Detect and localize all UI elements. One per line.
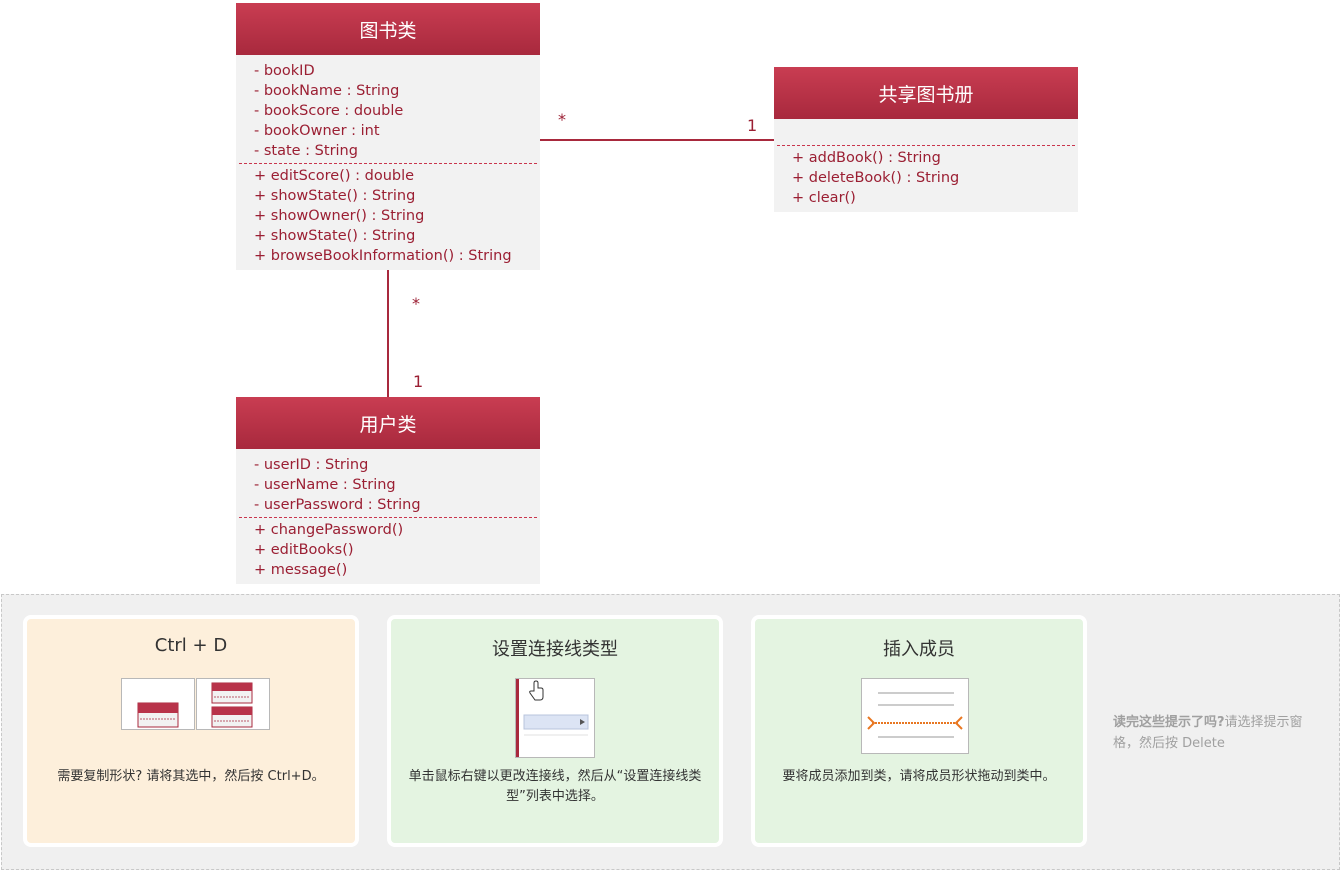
method[interactable]: + addBook() : String	[792, 150, 941, 166]
attribute[interactable]: - bookName : String	[254, 83, 400, 99]
user-class[interactable]: 用户类 - userID : String - userName : Strin…	[236, 397, 540, 584]
class-body: - userID : String - userName : String - …	[236, 449, 540, 584]
attribute[interactable]: - bookID	[254, 63, 315, 79]
connector-context-menu-illustration-icon	[515, 678, 595, 758]
prompt-text: 请选择提示窗格，然后按 Delete	[1113, 715, 1303, 751]
methods-section: + editScore() : double + showState() : S…	[239, 163, 537, 270]
method[interactable]: + showOwner() : String	[254, 208, 425, 224]
tip-text: 需要复制形状? 请将其选中，然后按 Ctrl+D。	[57, 769, 325, 784]
class-header[interactable]: 用户类	[236, 397, 540, 449]
attributes-section: - userID : String - userName : String - …	[236, 449, 540, 517]
method[interactable]: + clear()	[792, 190, 856, 206]
multiplicity-book-user-user-end: 1	[413, 372, 424, 391]
class-title: 用户类	[359, 413, 417, 436]
tip-card-connector-type: 设置连接线类型 单击鼠标右键以更改连接线，然后从“设置连接线类型”列表中选择。	[387, 615, 723, 847]
class-title: 共享图书册	[878, 83, 974, 106]
method[interactable]: + message()	[254, 562, 348, 578]
insert-member-illustration-icon	[861, 678, 969, 754]
tip-text: 要将成员添加到类，请将成员形状拖动到类中。	[782, 769, 1056, 784]
association-line-book-user[interactable]	[387, 268, 389, 397]
attribute[interactable]: - state : String	[254, 143, 358, 159]
tip-title: 设置连接线类型	[492, 639, 618, 660]
class-title: 图书类	[359, 19, 417, 42]
method[interactable]: + changePassword()	[254, 522, 404, 538]
multiplicity-book-shared-shared-end: 1	[747, 116, 758, 135]
method[interactable]: + showState() : String	[254, 228, 416, 244]
book-class[interactable]: 图书类 - bookID - bookName : String - bookS…	[236, 3, 540, 270]
class-body: - bookID - bookName : String - bookScore…	[236, 55, 540, 270]
multiplicity-book-user-book-end: *	[412, 294, 420, 313]
attribute[interactable]: - userID : String	[254, 457, 369, 473]
attribute[interactable]: - bookOwner : int	[254, 123, 380, 139]
close-tips-prompt: 读完这些提示了吗?请选择提示窗格，然后按 Delete	[1113, 712, 1328, 754]
attribute[interactable]: - bookScore : double	[254, 103, 404, 119]
tip-title: Ctrl + D	[154, 635, 228, 656]
attribute[interactable]: - userPassword : String	[254, 497, 421, 513]
class-header[interactable]: 共享图书册	[774, 67, 1078, 119]
duplicated-shapes-illustration-icon	[196, 678, 270, 730]
association-line-book-shared[interactable]	[540, 139, 774, 141]
method[interactable]: + editBooks()	[254, 542, 354, 558]
methods-section: + changePassword() + editBooks() + messa…	[239, 517, 537, 584]
class-body: + addBook() : String + deleteBook() : St…	[774, 119, 1078, 212]
attributes-section	[774, 119, 1078, 145]
tip-text: 单击鼠标右键以更改连接线，然后从“设置连接线类型”列表中选择。	[408, 769, 702, 804]
tip-card-insert-member: 插入成员 要将成员添加到类，请将成员形状拖动到类中。	[751, 615, 1087, 847]
multiplicity-book-shared-book-end: *	[558, 110, 566, 129]
prompt-bold: 读完这些提示了吗?	[1113, 715, 1225, 730]
method[interactable]: + deleteBook() : String	[792, 170, 960, 186]
tip-title: 插入成员	[883, 639, 955, 660]
tip-card-duplicate: Ctrl + D 需要复制形状? 请将其选中，然后按 Ctrl+D。	[23, 615, 359, 847]
shared-book-list-class[interactable]: 共享图书册 + addBook() : String + deleteBook(…	[774, 67, 1078, 212]
method[interactable]: + showState() : String	[254, 188, 416, 204]
tips-pane[interactable]: Ctrl + D 需要复制形状? 请将其选中，然后按 Ctrl+D。 设置连接线…	[1, 594, 1340, 870]
methods-section: + addBook() : String + deleteBook() : St…	[777, 145, 1075, 212]
duplicate-shape-illustration-icon	[121, 678, 195, 730]
class-header[interactable]: 图书类	[236, 3, 540, 55]
attributes-section: - bookID - bookName : String - bookScore…	[236, 55, 540, 163]
attribute[interactable]: - userName : String	[254, 477, 396, 493]
method[interactable]: + browseBookInformation() : String	[254, 248, 512, 264]
method[interactable]: + editScore() : double	[254, 168, 415, 184]
